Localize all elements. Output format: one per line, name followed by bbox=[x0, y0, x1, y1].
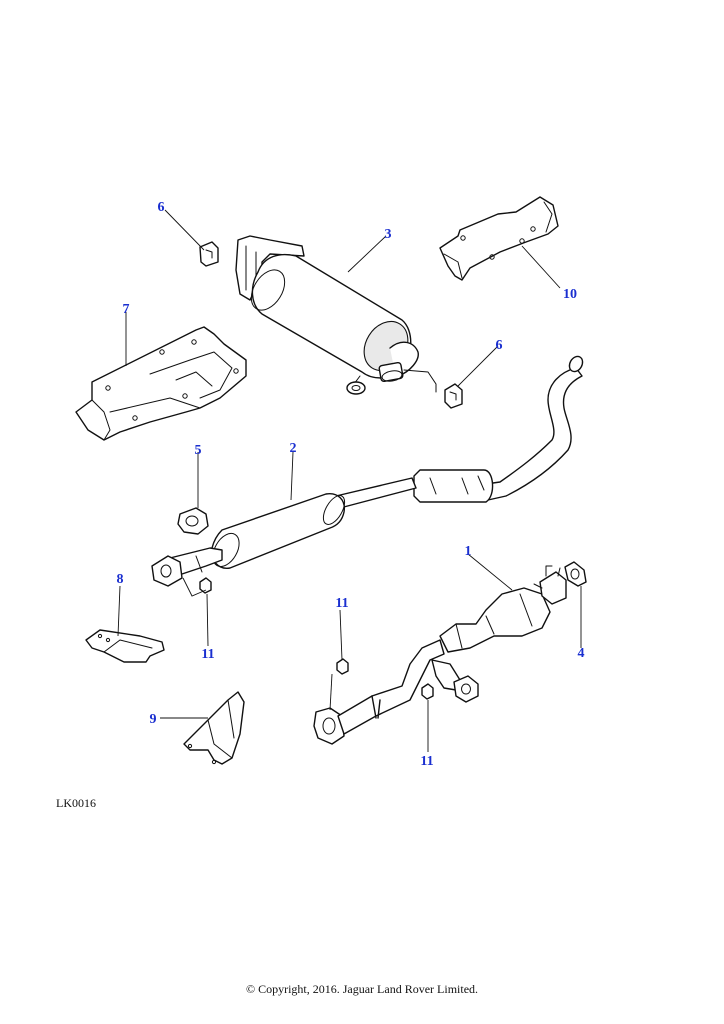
flange-nut-front bbox=[421, 683, 434, 700]
callout-5: 5 bbox=[195, 443, 202, 458]
flange-nut-rear bbox=[199, 577, 212, 594]
heat-shield-rear bbox=[439, 196, 559, 281]
diagram-reference-code: LK0016 bbox=[56, 796, 96, 810]
callout-1: 1 bbox=[465, 544, 472, 559]
bracket-left bbox=[85, 629, 165, 663]
flange-nut-left bbox=[336, 658, 349, 675]
callout-2: 2 bbox=[290, 441, 297, 456]
rubber-mounting-right bbox=[444, 383, 463, 409]
front-pipe-catalyst bbox=[313, 565, 567, 745]
callout-11-left: 11 bbox=[335, 596, 348, 611]
callout-10: 10 bbox=[563, 287, 577, 302]
rubber-insulator bbox=[177, 507, 209, 535]
callout-4: 4 bbox=[578, 646, 585, 661]
callout-8: 8 bbox=[117, 572, 124, 587]
bracket-right bbox=[183, 691, 245, 765]
callout-11-front: 11 bbox=[420, 754, 433, 769]
callout-6-right: 6 bbox=[496, 338, 503, 353]
copyright-notice: © Copyright, 2016. Jaguar Land Rover Lim… bbox=[245, 982, 479, 996]
leader-lines bbox=[117, 209, 582, 752]
gasket bbox=[564, 561, 587, 587]
callout-7: 7 bbox=[123, 302, 130, 317]
callout-9: 9 bbox=[150, 712, 157, 727]
callout-6-upper: 6 bbox=[158, 200, 165, 215]
rear-silencer bbox=[235, 235, 437, 395]
callout-labels: 1 2 3 4 5 6 6 7 8 9 10 11 11 11 bbox=[117, 200, 585, 769]
intermediate-pipe bbox=[151, 355, 584, 587]
callout-11-rear: 11 bbox=[201, 647, 214, 662]
heat-shield-front bbox=[75, 326, 247, 441]
callout-3: 3 bbox=[385, 227, 392, 242]
rubber-mounting-upper bbox=[199, 241, 219, 267]
